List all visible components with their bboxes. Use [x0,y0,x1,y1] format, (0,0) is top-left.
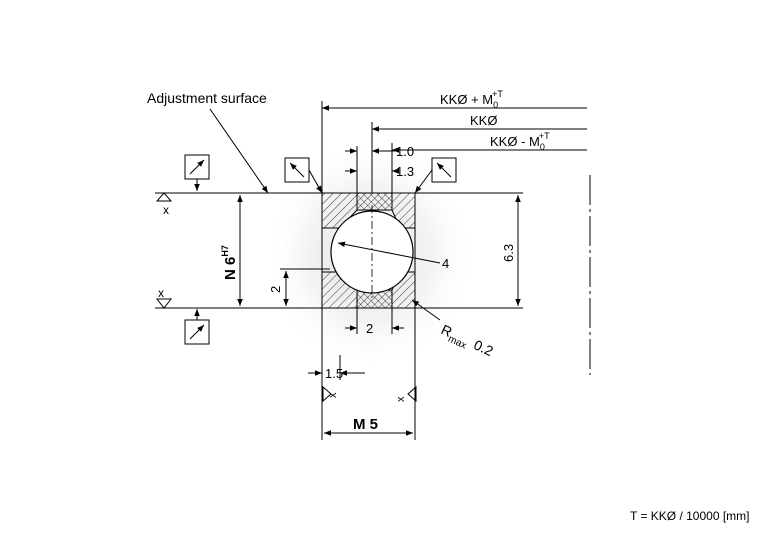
label-kko: KKØ [470,113,497,128]
dim-n6-label: N 6H7 [220,245,239,280]
datum-symbols [155,192,173,309]
small-top-dims [345,146,399,193]
dim-4: 4 [442,256,449,271]
symbol-leaders [194,169,433,320]
dim-m5-label: M 5 [353,416,378,433]
datum-x-bl: x [327,392,339,398]
label-adjustment-surface: Adjustment surface [147,90,267,106]
dim-2-left: 2 [268,286,283,293]
datum-bottom [322,385,417,403]
label-kko-plus: KKØ + M0+T [440,89,503,110]
rmax-leader [411,299,441,321]
surface-lines [155,192,523,309]
dim-4-leader [337,241,441,264]
dim-2-bottom-label: 2 [366,321,373,336]
form-symbols [184,154,457,345]
footnote: T = KKØ / 10000 [mm] [630,509,750,523]
datum-x-br: x [395,396,407,402]
dim-1-5 [308,355,365,380]
label-kko-minus: KKØ - M0+T [490,131,550,152]
dim-2-bottom [345,308,404,334]
dim-1-5-label: 1.5 [325,366,343,381]
datum-x-top: x [163,203,169,217]
datum-x-mid: x [158,286,164,300]
dim-1-0: 1.0 [396,144,414,159]
dim-1-3: 1.3 [396,164,414,179]
dim-6-3: 6.3 [501,244,516,262]
adjustment-leader [209,108,269,194]
